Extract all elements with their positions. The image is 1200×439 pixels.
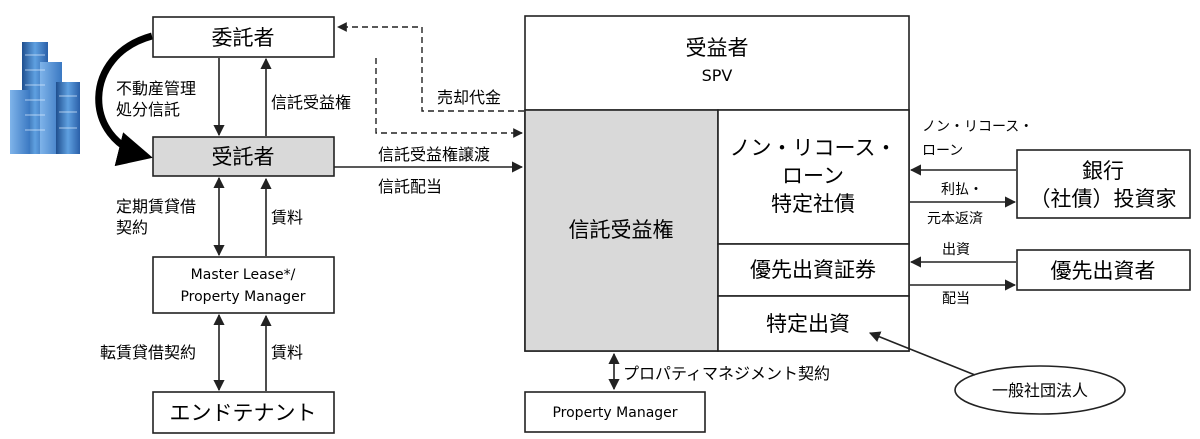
bank-line1: 銀行	[1082, 159, 1124, 183]
end-tenant-box	[152, 391, 335, 434]
edge-interest-1: 利払・	[941, 182, 983, 198]
jutakusha-label: 受託者	[212, 145, 275, 169]
edge-trust-dividend: 信託配当	[378, 177, 442, 196]
master-lease-line1: Master Lease*/	[191, 267, 296, 283]
bank-line2: （社債）投資家	[1030, 187, 1177, 211]
itakusha-box	[152, 16, 335, 58]
property-manager-label: Property Manager	[552, 405, 677, 421]
nonrecourse-box	[717, 109, 910, 245]
nonrecourse-line1: ノン・リコース・	[730, 136, 897, 160]
preferred-investor-box	[1016, 249, 1191, 291]
bank-box	[1016, 149, 1191, 219]
edge-dividend: 配当	[942, 291, 970, 307]
edge-rent-1: 賃料	[271, 208, 303, 227]
building-icon	[10, 42, 80, 154]
edge-trust-right: 信託受益権	[271, 93, 351, 112]
edge-real-estate-trust-1: 不動産管理	[116, 79, 196, 98]
general-association-ellipse	[954, 365, 1126, 415]
edge-fixed-lease-2: 契約	[116, 218, 148, 237]
preferred-securities-box	[717, 243, 910, 297]
specified-investment-label: 特定出資	[766, 312, 850, 336]
end-tenant-label: エンドテナント	[170, 401, 317, 425]
dash-sale-proceeds	[337, 22, 524, 112]
beneficiary-label: 受益者	[686, 36, 749, 60]
edge-real-estate-trust-2: 処分信託	[116, 100, 180, 119]
preferred-investor-label: 優先出資者	[1051, 259, 1156, 283]
spv-label: SPV	[702, 66, 733, 85]
trust-right-label: 信託受益権	[569, 218, 674, 242]
master-lease-line2: Property Manager	[180, 289, 305, 305]
trust-curve-arrow	[95, 32, 153, 167]
property-manager-box	[524, 391, 706, 433]
jutakusha-box	[152, 136, 335, 177]
arrow-to-specified-investment	[868, 331, 976, 376]
edge-nonrecourse-in-1: ノン・リコース・	[922, 119, 1033, 135]
edge-sale-proceeds: 売却代金	[437, 88, 501, 107]
nonrecourse-line2: ローン	[782, 164, 844, 188]
itakusha-label: 委託者	[212, 26, 275, 50]
edge-interest-2: 元本返済	[927, 211, 983, 227]
master-lease-box	[152, 256, 335, 314]
general-association-label: 一般社団法人	[992, 381, 1088, 400]
edge-fixed-lease-1: 定期賃貸借	[116, 197, 196, 216]
edge-nonrecourse-in-2: ローン	[922, 143, 963, 159]
preferred-securities-label: 優先出資証券	[750, 258, 876, 282]
edge-investment: 出資	[942, 242, 970, 258]
edge-trust-transfer: 信託受益権譲渡	[378, 145, 490, 164]
nonrecourse-line3: 特定社債	[771, 192, 855, 216]
trust-right-box	[524, 109, 719, 352]
dash-to-spv	[375, 58, 523, 138]
edge-pm-contract: プロパティマネジメント契約	[623, 364, 830, 383]
edge-sublease: 転賃貸借契約	[100, 343, 196, 362]
edge-rent-2: 賃料	[271, 343, 303, 362]
